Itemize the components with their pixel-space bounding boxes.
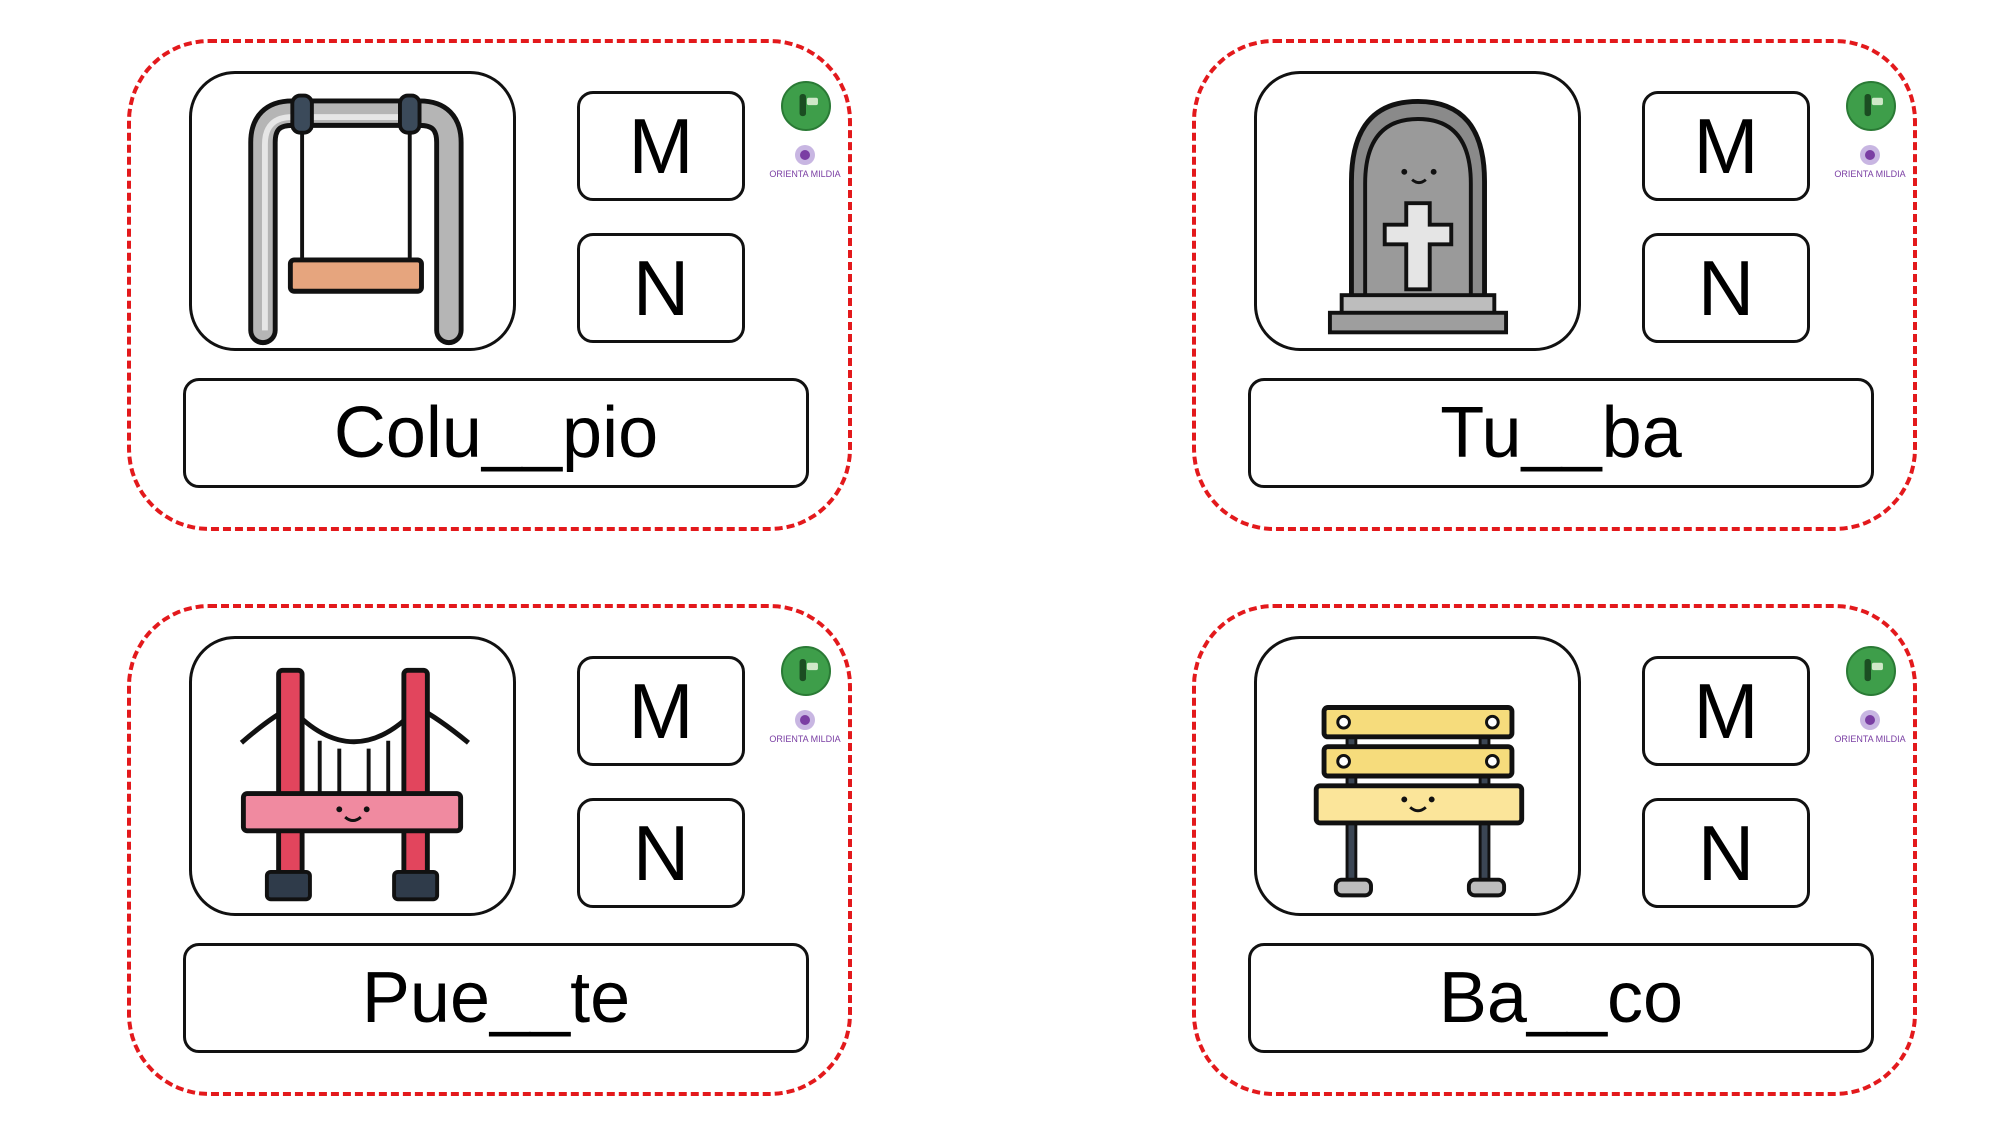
- svg-text:ORIENTA MILDIA: ORIENTA MILDIA: [1834, 169, 1905, 179]
- svg-text:ORIENTA MILDIA: ORIENTA MILDIA: [769, 734, 840, 744]
- bridge-icon: [239, 667, 471, 902]
- letter-option-n[interactable]: N: [1642, 798, 1810, 908]
- word-blank: Pue__te: [183, 943, 809, 1053]
- swing-icon: [248, 93, 464, 346]
- orienta-logo-icon: ORIENTA MILDIA: [1830, 708, 1910, 748]
- orienta-logo-icon: ORIENTA MILDIA: [765, 143, 845, 183]
- logo-badge-icon: [1846, 81, 1896, 131]
- letter-option-m[interactable]: M: [1642, 91, 1810, 201]
- picture-frame: [189, 71, 516, 351]
- word-blank: Tu__ba: [1248, 378, 1874, 488]
- card-bench: M N Ba__co ORIENTA MILDIA: [1192, 604, 1917, 1096]
- svg-text:ORIENTA MILDIA: ORIENTA MILDIA: [769, 169, 840, 179]
- card-bridge: M N Pue__te ORIENTA MILDIA: [127, 604, 852, 1096]
- svg-text:ORIENTA MILDIA: ORIENTA MILDIA: [1834, 734, 1905, 744]
- tombstone-icon: [1327, 98, 1509, 335]
- picture-frame: [1254, 71, 1581, 351]
- letter-option-n[interactable]: N: [1642, 233, 1810, 343]
- bench-icon: [1313, 705, 1525, 898]
- logo-badge-icon: [1846, 646, 1896, 696]
- orienta-logo-icon: ORIENTA MILDIA: [765, 708, 845, 748]
- picture-frame: [189, 636, 516, 916]
- word-blank: Ba__co: [1248, 943, 1874, 1053]
- card-swing: M N Colu__pio ORIENTA MILDIA: [127, 39, 852, 531]
- logo-badge-icon: [781, 646, 831, 696]
- letter-option-n[interactable]: N: [577, 798, 745, 908]
- orienta-logo-icon: ORIENTA MILDIA: [1830, 143, 1910, 183]
- card-tombstone: M N Tu__ba ORIENTA MILDIA: [1192, 39, 1917, 531]
- logo-badge-icon: [781, 81, 831, 131]
- letter-option-n[interactable]: N: [577, 233, 745, 343]
- letter-option-m[interactable]: M: [1642, 656, 1810, 766]
- letter-option-m[interactable]: M: [577, 656, 745, 766]
- letter-option-m[interactable]: M: [577, 91, 745, 201]
- picture-frame: [1254, 636, 1581, 916]
- word-blank: Colu__pio: [183, 378, 809, 488]
